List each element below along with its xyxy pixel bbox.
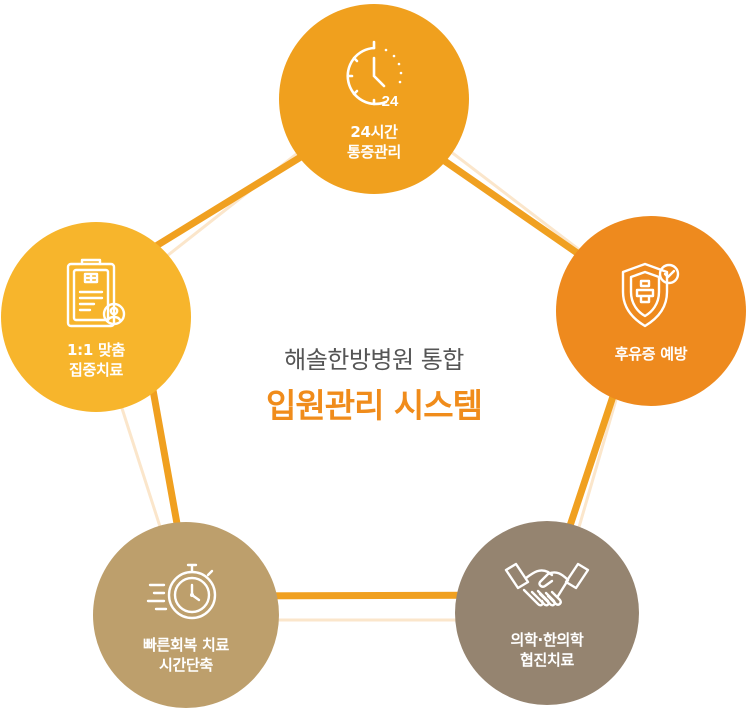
clock-24-number: 24: [382, 93, 399, 110]
center-title: 입원관리 시스템: [265, 386, 483, 425]
node-prevention-label: 후유증 예방: [614, 345, 688, 363]
center-subtitle: 해솔한방병원 통합: [284, 346, 464, 374]
node-24h-label-2: 통증관리: [346, 143, 401, 161]
shield-cross-icon: [621, 262, 680, 328]
center-title-block: 해솔한방병원 통합 입원관리 시스템: [200, 340, 548, 427]
node-1on1-label-1: 1:1 맞춤: [67, 341, 125, 359]
handshake-icon: [504, 562, 590, 607]
node-24h-pain-care: 24 24시간 통증관리: [279, 4, 469, 194]
node-1on1-intensive-care: 1:1 맞춤 집중치료: [1, 222, 191, 412]
node-aftereffect-prevention: 후유증 예방: [556, 216, 746, 406]
stopwatch-icon: [146, 563, 217, 620]
node-recovery-label-1: 빠른회복 치료: [143, 636, 229, 654]
node-fast-recovery: 빠른회복 치료 시간단축: [93, 522, 279, 708]
clock-24-icon: 24: [346, 40, 403, 110]
node-integrated-label-2: 협진치료: [519, 651, 574, 669]
node-1on1-label-2: 집중치료: [68, 361, 123, 379]
node-recovery-label-2: 시간단축: [158, 656, 213, 674]
node-integrated-medicine: 의학·한의학 협진치료: [455, 521, 639, 705]
clipboard-medical-icon: [66, 258, 126, 328]
node-24h-label-1: 24시간: [350, 123, 398, 141]
node-integrated-label-1: 의학·한의학: [510, 631, 584, 649]
